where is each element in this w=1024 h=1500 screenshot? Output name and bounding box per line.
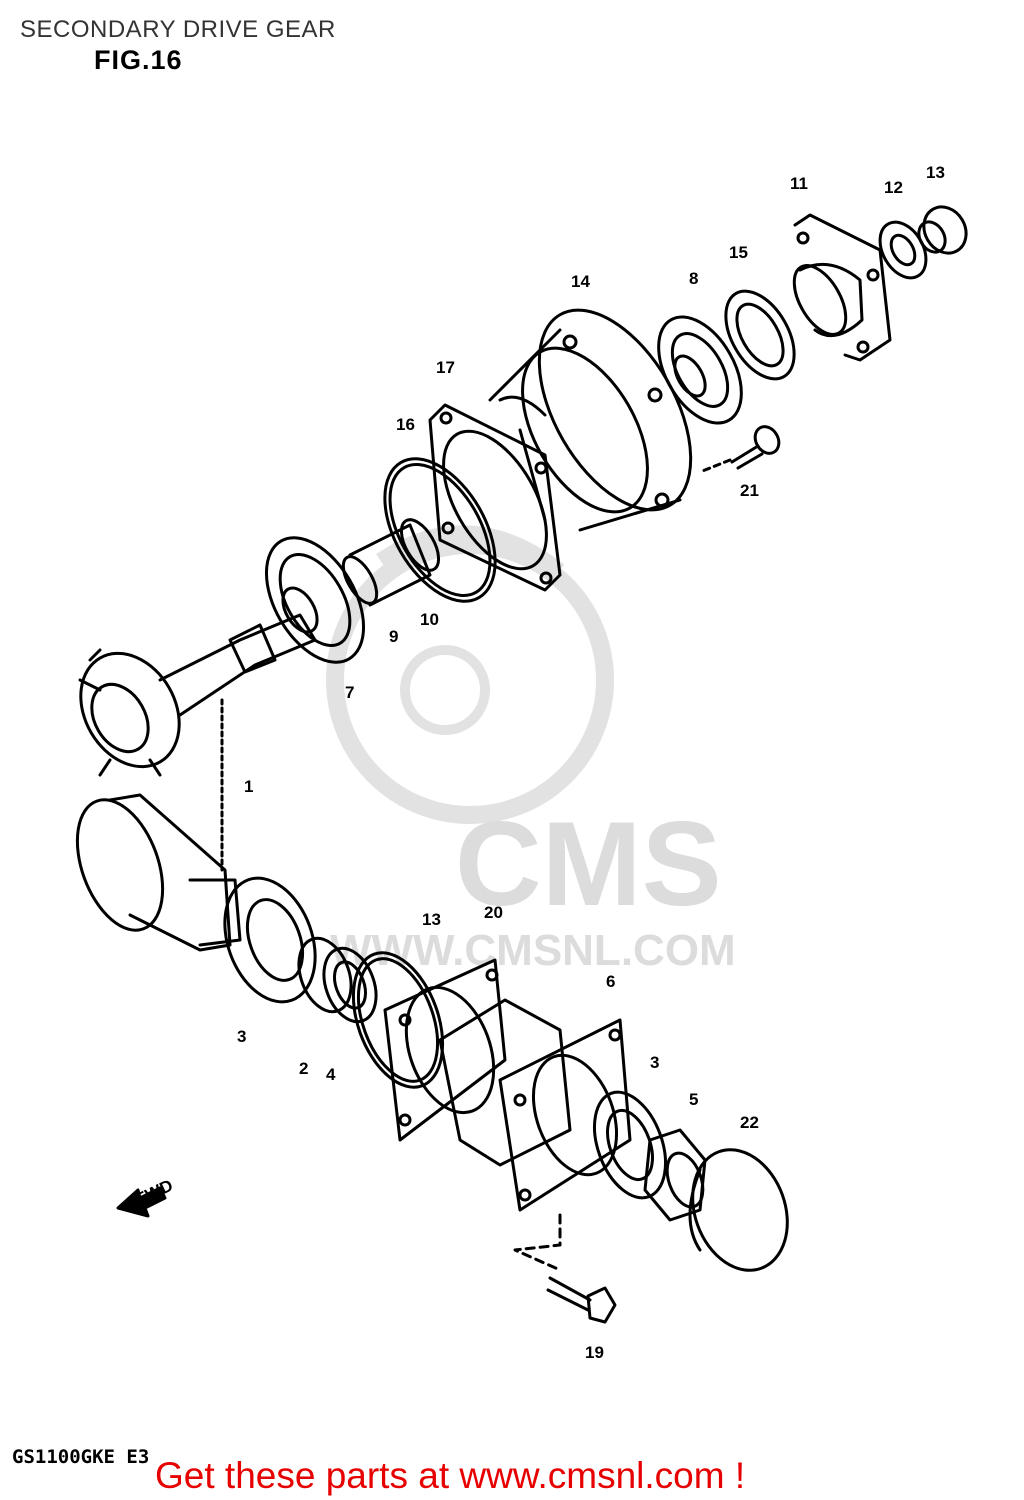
part-3-bearing-lower-left <box>223 876 317 1004</box>
label-part-12: 12 <box>884 178 903 197</box>
label-part-16: 16 <box>396 415 415 434</box>
model-code: GS1100GKE E3 <box>12 1446 150 1468</box>
label-part-11: 11 <box>790 174 808 193</box>
part-8-bearing <box>657 315 743 425</box>
part-12-washer <box>878 220 928 280</box>
part-5-nut <box>643 1128 707 1222</box>
part-9-spacer <box>341 523 432 607</box>
label-part-1: 1 <box>244 777 253 796</box>
label-part-20: 20 <box>484 903 503 922</box>
label-part-22: 22 <box>740 1113 759 1132</box>
part-1-pinion-shaft <box>78 613 317 777</box>
part-22-cap <box>688 1148 789 1272</box>
page-title: SECONDARY DRIVE GEAR <box>20 16 336 43</box>
watermark-brand: CMS <box>455 797 722 931</box>
part-7-bearing <box>264 536 366 664</box>
label-part-13-lower: 13 <box>422 910 441 929</box>
label-part-21: 21 <box>740 481 759 500</box>
part-15-oil-seal <box>724 289 796 381</box>
label-part-17: 17 <box>436 358 455 377</box>
label-part-13-top: 13 <box>926 163 945 182</box>
part-3-bearing-lower-right <box>593 1090 667 1200</box>
cta-link-text[interactable]: Get these parts at www.cmsnl.com ! <box>155 1455 746 1496</box>
label-part-2: 2 <box>299 1059 308 1078</box>
part-11-flange <box>792 213 892 362</box>
label-part-10: 10 <box>420 610 439 629</box>
label-part-6: 6 <box>606 972 615 991</box>
label-part-7: 7 <box>345 683 354 702</box>
part-10-shim <box>399 518 441 572</box>
part-number-labels: 13 12 11 15 8 14 17 16 21 9 10 7 1 13 20… <box>133 163 945 1362</box>
label-part-15: 15 <box>729 243 748 262</box>
label-part-4: 4 <box>326 1065 336 1084</box>
watermark: CMS WWW.CMSNL.COM <box>326 525 736 975</box>
part-1-driven-gear <box>75 793 242 952</box>
label-part-8: 8 <box>689 269 698 288</box>
watermark-url: WWW.CMSNL.COM <box>330 926 736 975</box>
label-part-9: 9 <box>389 627 398 646</box>
part-21-bolt <box>698 425 781 474</box>
label-part-14: 14 <box>571 272 590 291</box>
label-part-3-right: 3 <box>650 1053 659 1072</box>
figure-label: FIG.16 <box>94 45 183 75</box>
part-6-retainer <box>498 1018 632 1212</box>
label-part-5: 5 <box>689 1090 698 1109</box>
part-19-bolt <box>513 1213 617 1324</box>
label-part-19: 19 <box>585 1343 604 1362</box>
part-20-gasket <box>383 958 507 1142</box>
fwd-arrow-icon <box>116 1186 167 1218</box>
part-13-nut-top <box>917 205 968 255</box>
part-gear-case-body <box>438 998 572 1167</box>
part-17-gasket <box>428 403 562 592</box>
label-part-3-left: 3 <box>237 1027 246 1046</box>
